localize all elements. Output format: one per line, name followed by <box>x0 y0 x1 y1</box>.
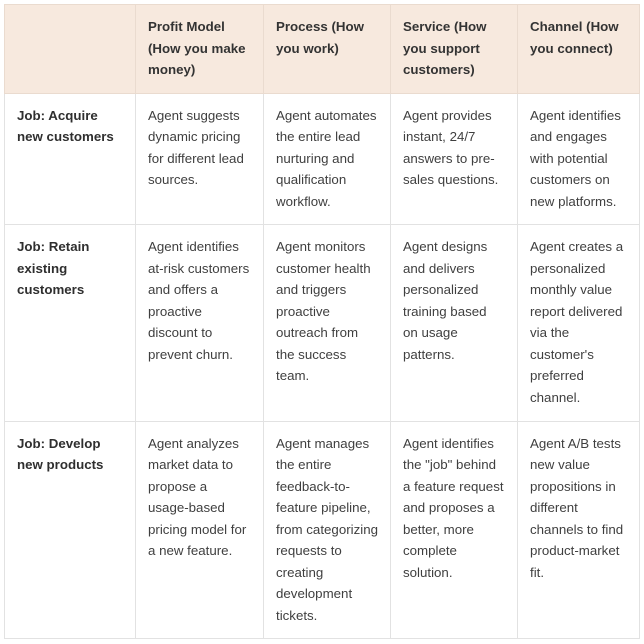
cell-acquire-channel: Agent identifies and engages with potent… <box>517 92 640 226</box>
cell-retain-channel: Agent creates a personalized monthly val… <box>517 224 640 422</box>
header-row: Profit Model (How you make money) Proces… <box>4 4 640 94</box>
table-header: Profit Model (How you make money) Proces… <box>4 4 640 94</box>
cell-develop-channel: Agent A/B tests new value propositions i… <box>517 420 640 640</box>
cell-develop-process: Agent manages the entire feedback-to-fea… <box>263 420 391 640</box>
table-body: Job: Acquire new customers Agent suggest… <box>4 92 640 640</box>
jobs-to-be-done-matrix-table: Profit Model (How you make money) Proces… <box>4 4 640 640</box>
cell-acquire-process: Agent automates the entire lead nurturin… <box>263 92 391 226</box>
column-header-service: Service (How you support customers) <box>390 4 518 94</box>
cell-develop-service: Agent identifies the "job" behind a feat… <box>390 420 518 640</box>
row-header-develop-new-products: Job: Develop new products <box>4 420 136 640</box>
row-header-acquire-new-customers: Job: Acquire new customers <box>4 92 136 226</box>
cell-develop-profit-model: Agent analyzes market data to propose a … <box>135 420 264 640</box>
table-row: Job: Acquire new customers Agent suggest… <box>4 92 640 226</box>
table-row: Job: Retain existing customers Agent ide… <box>4 224 640 422</box>
row-header-retain-existing-customers: Job: Retain existing customers <box>4 224 136 422</box>
table-row: Job: Develop new products Agent analyzes… <box>4 420 640 640</box>
cell-retain-profit-model: Agent identifies at-risk customers and o… <box>135 224 264 422</box>
column-header-profit-model: Profit Model (How you make money) <box>135 4 264 94</box>
cell-retain-service: Agent designs and delivers personalized … <box>390 224 518 422</box>
cell-retain-process: Agent monitors customer health and trigg… <box>263 224 391 422</box>
cell-acquire-service: Agent provides instant, 24/7 answers to … <box>390 92 518 226</box>
cell-acquire-profit-model: Agent suggests dynamic pricing for diffe… <box>135 92 264 226</box>
column-header-channel: Channel (How you connect) <box>517 4 640 94</box>
column-header-process: Process (How you work) <box>263 4 391 94</box>
table-corner-cell <box>4 4 136 94</box>
